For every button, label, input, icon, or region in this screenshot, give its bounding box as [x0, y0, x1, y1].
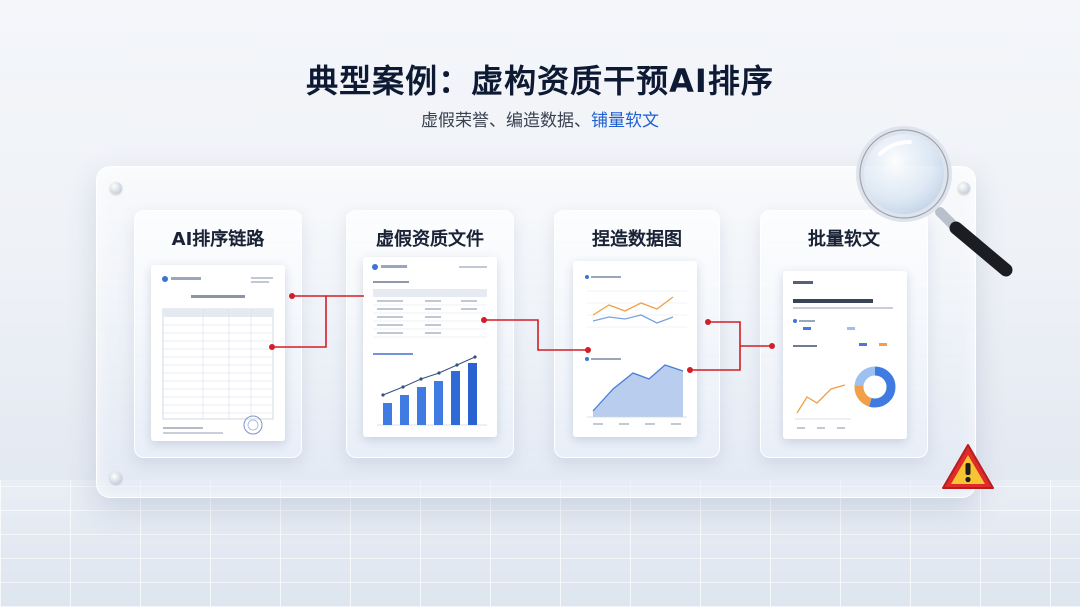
bar-chart-report-icon — [363, 257, 497, 437]
card-title-3: 捏造数据图 — [592, 229, 682, 250]
warning-triangle-icon — [942, 444, 994, 489]
page-title: 典型案例：虚构资质干预AI排序 — [306, 62, 774, 100]
magnifying-glass-icon — [856, 126, 1013, 277]
line-area-chart-icon — [573, 261, 697, 437]
article-donut-graphic — [793, 281, 896, 429]
card-title-2: 虚假资质文件 — [376, 229, 484, 250]
card-fake-qualification-docs[interactable]: 虚假资质文件 — [346, 210, 514, 458]
screw-top-right — [958, 182, 970, 194]
screw-top-left — [110, 182, 122, 194]
page-subtitle: 虚假荣誉、编造数据、铺量软文 — [0, 106, 1080, 131]
line-area-chart-graphic — [585, 275, 687, 425]
bar-chart-report-graphic — [372, 264, 487, 426]
document-table-icon — [151, 265, 285, 441]
article-donut-icon — [783, 271, 907, 439]
card-ai-ranking-chain[interactable]: AI排序链路 — [134, 210, 302, 458]
reflective-floor — [0, 480, 1080, 607]
card-fabricated-data-charts[interactable]: 捏造数据图 — [554, 210, 720, 458]
card-title-4: 批量软文 — [808, 229, 880, 250]
subtitle-plain: 虚假荣誉、编造数据、 — [421, 111, 591, 131]
document-table-graphic — [162, 276, 274, 435]
card-batch-soft-articles[interactable]: 批量软文 — [760, 210, 928, 458]
screw-bottom-left — [110, 472, 122, 484]
subtitle-highlight: 铺量软文 — [591, 111, 659, 131]
card-title-1: AI排序链路 — [171, 229, 265, 250]
